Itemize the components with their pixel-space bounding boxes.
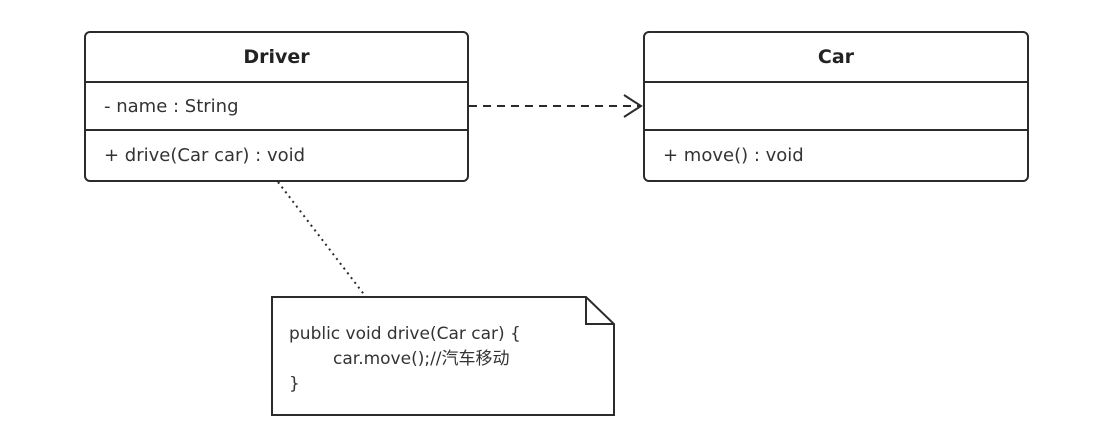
car-class-box[interactable]: Car + move() : void (643, 31, 1029, 182)
note-line-2: car.move();//汽车移动 (333, 349, 510, 369)
note-fold (585, 297, 614, 325)
car-attribute-section (645, 83, 1027, 131)
note-content: public void drive(Car car) { car.move();… (289, 322, 521, 397)
note-anchor-line (277, 181, 367, 298)
driver-operation: + drive(Car car) : void (104, 144, 306, 166)
car-operation: + move() : void (663, 144, 804, 166)
note-line-3: } (289, 374, 300, 394)
driver-attribute: - name : String (86, 83, 467, 131)
driver-class-box[interactable]: Driver - name : String + drive(Car car) … (84, 31, 469, 182)
driver-class-name: Driver (86, 33, 467, 83)
note-line-1: public void drive(Car car) { (289, 324, 521, 344)
dependency-arrowhead (623, 94, 643, 118)
car-class-name: Car (645, 33, 1027, 83)
